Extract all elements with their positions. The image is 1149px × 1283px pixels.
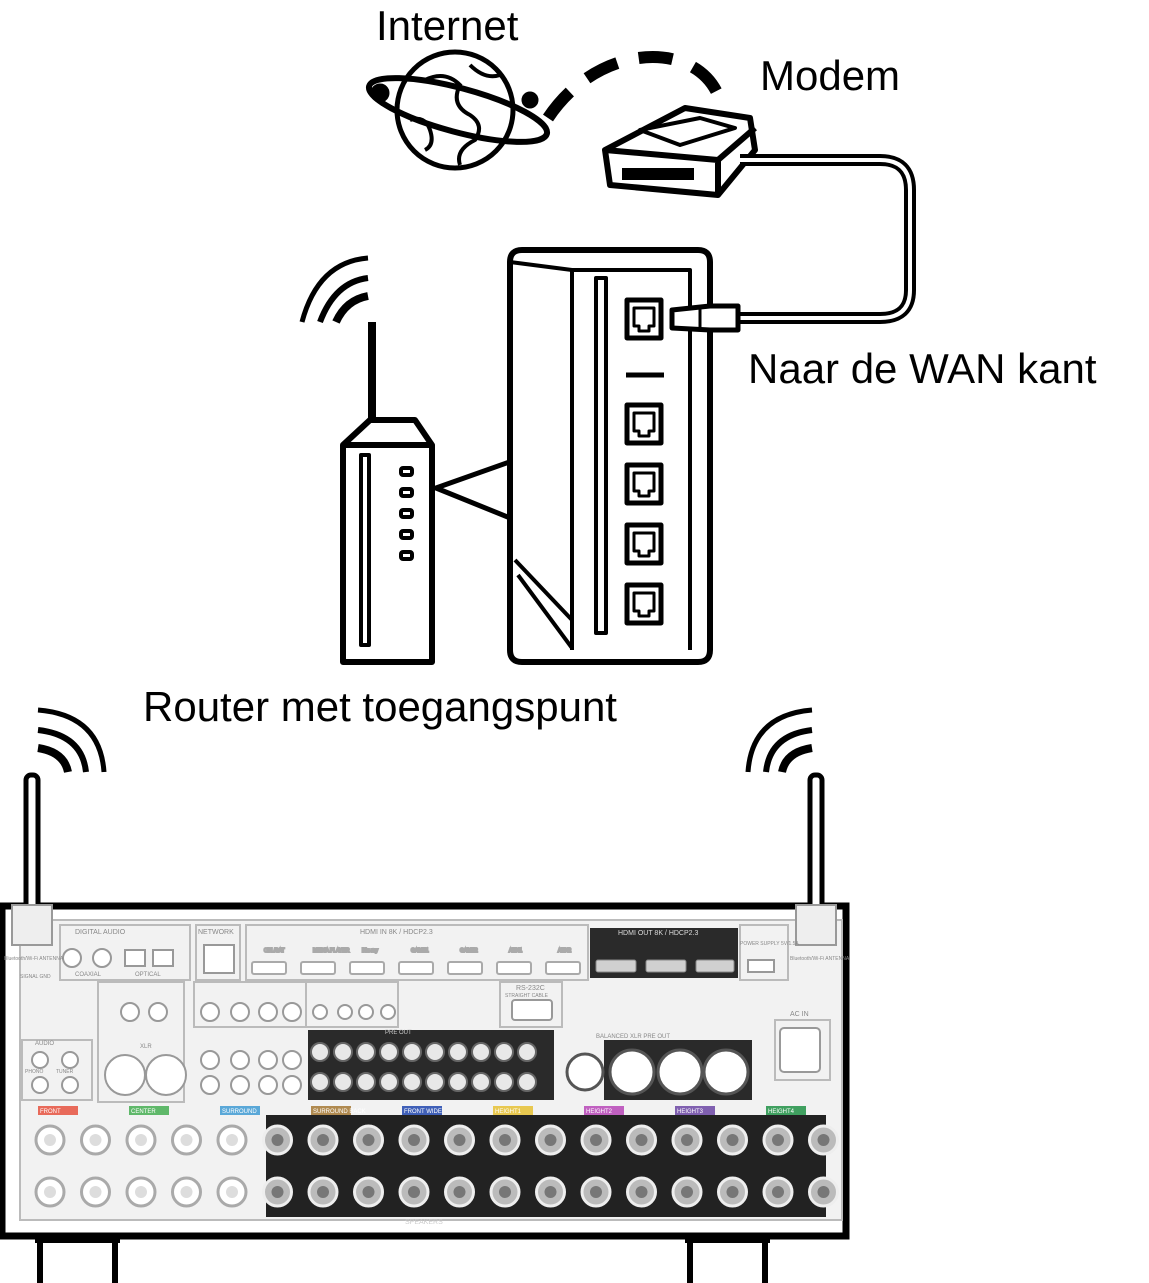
receiver-ac-in-label: AC IN (790, 1011, 809, 1018)
receiver-antenna-right-label: Bluetooth/Wi-Fi ANTENNA (790, 956, 850, 962)
speaker-group-label: CENTER (131, 1109, 156, 1115)
receiver-wifi-right-icon (745, 707, 813, 774)
pre-out-jack (356, 1072, 376, 1092)
antenna-left-icon (11, 772, 53, 946)
modem-router-cable (730, 154, 916, 324)
pre-out-jack (425, 1072, 445, 1092)
hdmi-in-port (496, 961, 532, 975)
internet-globe-icon (365, 49, 551, 171)
router-label: Router met toegangspunt (143, 683, 617, 730)
hdmi-in-port (447, 961, 483, 975)
pre-out-jack (402, 1042, 422, 1062)
speaker-group-badge (38, 1106, 78, 1115)
speaker-group-badge (493, 1106, 533, 1115)
receiver-balanced-label: BALANCED XLR PRE OUT (596, 1034, 670, 1040)
router-icon (340, 322, 518, 665)
receiver-speakers-label: SPEAKERS (405, 1219, 443, 1226)
speaker-group-badge (584, 1106, 624, 1115)
antenna-right-icon (795, 772, 837, 946)
pre-out-jack (333, 1042, 353, 1062)
modem-icon (602, 105, 758, 198)
pre-out-jack (402, 1072, 422, 1092)
hdmi-in-port-label: CBL/SAT (264, 948, 284, 954)
receiver-antenna-left-label: Bluetooth/Wi-Fi ANTENNA (4, 956, 64, 962)
pre-out-jack (448, 1072, 468, 1092)
receiver-tuner-label: TUNER (56, 1069, 74, 1075)
hdmi-in-port (398, 961, 434, 975)
speaker-group-badge (675, 1106, 715, 1115)
hdmi-in-ports: CBL/SAT MEDIA PLAYER Blu-ray GAME1 GAME2 AUX1… (251, 947, 581, 975)
receiver-hdmi-in-label: HDMI IN 8K / HDCP2.3 (360, 929, 433, 936)
pre-out-jack (356, 1042, 376, 1062)
hdmi-in-port-label: GAME2 (460, 948, 478, 954)
receiver-audio-label: AUDIO (35, 1041, 54, 1047)
receiver-pre-out-label: PRE OUT (385, 1030, 412, 1036)
hdmi-in-port (300, 961, 336, 975)
pre-out-jack (310, 1042, 330, 1062)
receiver-coaxial-label: COAXIAL (75, 972, 102, 978)
receiver-network-port (203, 944, 235, 974)
pre-out-jack (494, 1072, 514, 1092)
speaker-group-label: HEIGHT3 (677, 1109, 704, 1115)
receiver-wifi-left-icon (37, 707, 107, 774)
receiver-signal-gnd-label: SIGNAL GND (20, 974, 51, 980)
modem-label: Modem (760, 52, 901, 99)
hdmi-in-port (545, 961, 581, 975)
speaker-group-badge (402, 1106, 442, 1115)
pre-out-jack (379, 1042, 399, 1062)
speaker-group-badge (766, 1106, 806, 1115)
pre-out-jack (310, 1072, 330, 1092)
receiver-xlr-label: XLR (140, 1044, 152, 1050)
receiver-phono-label: PHONO (25, 1069, 43, 1075)
pre-out-jack (471, 1072, 491, 1092)
hdmi-in-port (251, 961, 287, 975)
pre-out-jack (425, 1042, 445, 1062)
pre-out-jack (517, 1042, 537, 1062)
speaker-group-badge (311, 1106, 351, 1115)
hdmi-in-port-label: GAME1 (411, 948, 429, 954)
receiver-optical-label: OPTICAL (135, 972, 161, 978)
speaker-group-label: FRONT WIDE (404, 1109, 442, 1115)
receiver-panel-sections (21, 924, 831, 1103)
speaker-group-label: HEIGHT1 (495, 1109, 522, 1115)
internet-modem-link (543, 51, 726, 122)
speaker-group-label: SURROUND BACK (313, 1109, 366, 1115)
receiver-rs232c-label: RS-232C (516, 985, 545, 992)
wan-side-label: Naar de WAN kant (748, 345, 1097, 392)
receiver-hdmi-out-label: HDMI OUT 8K / HDCP2.3 (618, 930, 698, 937)
speaker-group-badge (129, 1106, 169, 1115)
receiver-straight-cable-label: STRAIGHT CABLE (505, 993, 549, 999)
receiver-power-supply-label: POWER SUPPLY 5V/1.5A (740, 941, 799, 947)
receiver-network-label: NETWORK (198, 929, 234, 936)
pre-out-jack (517, 1072, 537, 1092)
speaker-group-badge (220, 1106, 260, 1115)
pre-out-jack (333, 1072, 353, 1092)
internet-label: Internet (376, 2, 519, 49)
hdmi-in-port-label: AUX1 (509, 948, 522, 954)
hdmi-in-port-label: Blu-ray (362, 948, 378, 954)
pre-out-jack (448, 1042, 468, 1062)
speaker-group-label: HEIGHT4 (768, 1109, 795, 1115)
pre-out-jack (379, 1072, 399, 1092)
pre-out-jack (471, 1042, 491, 1062)
router-wifi-icon (299, 255, 369, 324)
speaker-group-label: FRONT (40, 1109, 61, 1115)
speaker-group-label: HEIGHT2 (586, 1109, 613, 1115)
speaker-group-label: SURROUND (222, 1109, 257, 1115)
hdmi-in-port-label: AUX2 (558, 948, 571, 954)
hdmi-in-port (349, 961, 385, 975)
receiver-digital-audio-label: DIGITAL AUDIO (75, 929, 126, 936)
router-detail-panel (507, 247, 741, 665)
pre-out-jack (494, 1042, 514, 1062)
hdmi-in-port-label: MEDIA PLAYER (313, 948, 350, 954)
